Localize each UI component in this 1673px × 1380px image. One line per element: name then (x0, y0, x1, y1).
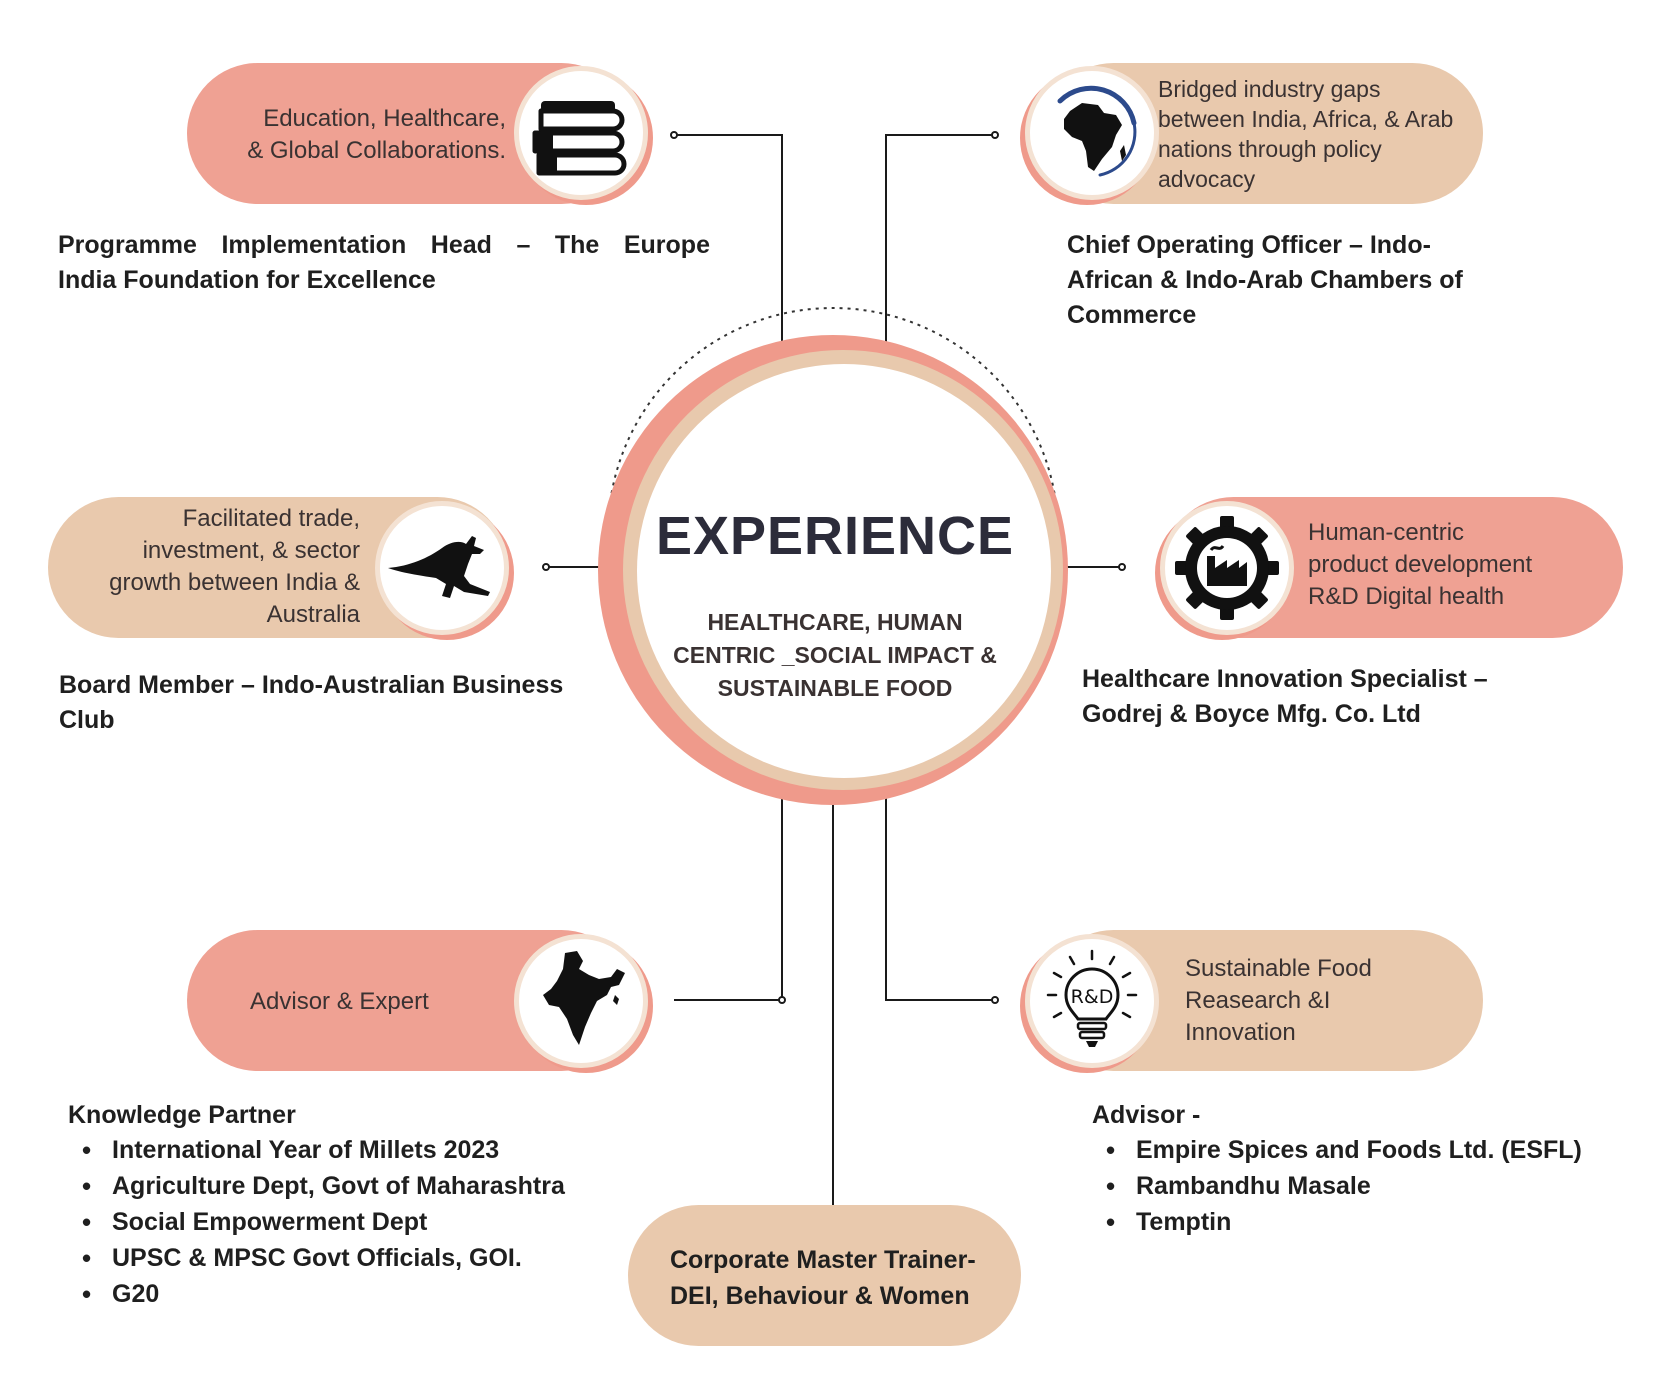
africa-title-line: African & Indo-Arab Chambers of (1067, 266, 1463, 294)
food-icon-text: R&D (1071, 986, 1114, 1008)
europe-pill-line: & Global Collaborations. (247, 137, 506, 164)
europe-pill-text: Education, Healthcare, & Global Collabor… (210, 103, 506, 167)
europe-title-line: Programme Implementation Head–The Europe (58, 228, 710, 263)
europe-title-word: Europe (623, 231, 710, 259)
india-pill-text: Advisor & Expert (250, 986, 429, 1018)
godrej-pill-line: product development (1308, 551, 1533, 578)
india-bullet-list: International Year of Millets 2023 Agric… (68, 1132, 565, 1312)
africa-pill-line: advocacy (1158, 166, 1256, 192)
africa-title-line: Chief Operating Officer – Indo- (1067, 231, 1431, 259)
australia-pill-line: growth between India & (109, 569, 360, 596)
connector-dot-australia (542, 563, 550, 571)
food-bullet-item: Temptin (1092, 1204, 1582, 1240)
africa-pill-text: Bridged industry gaps between India, Afr… (1158, 74, 1453, 194)
india-bullet-item: G20 (68, 1276, 565, 1312)
godrej-title: Healthcare Innovation Specialist – Godre… (1082, 662, 1488, 732)
australia-title-line: Board Member – Indo-Australian Business (59, 671, 564, 699)
africa-map-icon (1057, 85, 1137, 177)
australia-pill-line: Australia (266, 601, 360, 628)
trainer-line: DEI, Behaviour & Women (670, 1282, 970, 1310)
india-icon-disc (514, 934, 648, 1068)
connector-dot-food (991, 996, 999, 1004)
godrej-title-line: Godrej & Boyce Mfg. Co. Ltd (1082, 700, 1421, 728)
australia-icon-disc (375, 501, 509, 635)
connector-dot-godrej (1118, 563, 1126, 571)
connector-india (674, 795, 783, 1001)
europe-pill-line: Education, Healthcare, (263, 105, 506, 132)
africa-title-line: Commerce (1067, 301, 1197, 329)
godrej-title-line: Healthcare Innovation Specialist – (1082, 665, 1488, 693)
dotted-arc (607, 307, 1059, 534)
center-subtitle-line: HEALTHCARE, HUMAN (707, 609, 963, 635)
center-subtitle-line: SUSTAINABLE FOOD (717, 675, 953, 701)
center-circle (637, 364, 1051, 778)
connector-dot-africa (991, 131, 999, 139)
africa-pill-line: nations through policy (1158, 136, 1382, 162)
africa-pill-line: between India, Africa, & Arab (1158, 106, 1454, 132)
india-bullet-item: Agriculture Dept, Govt of Maharashtra (68, 1168, 565, 1204)
connector-africa (885, 134, 995, 355)
europe-icon-disc (514, 66, 648, 200)
australia-pill-line: investment, & sector (142, 537, 360, 564)
africa-pill-line: Bridged industry gaps (1158, 76, 1381, 102)
europe-title-word: Head (430, 231, 492, 259)
europe-title: Programme Implementation Head–The Europe In… (58, 228, 710, 298)
australia-pill-line: Facilitated trade, (182, 505, 360, 532)
connector-food (885, 795, 995, 1001)
center-title: EXPERIENCE (655, 506, 1015, 566)
center-subtitle-line: CENTRIC _SOCIAL IMPACT & (673, 642, 997, 668)
trainer-pill (628, 1205, 1021, 1346)
food-icon-disc: R&D (1025, 934, 1159, 1068)
india-bullet-item: UPSC & MPSC Govt Officials, GOI. (68, 1240, 565, 1276)
europe-title-word: – (516, 231, 531, 259)
food-pill-text: Sustainable Food Reasearch &I Innovation (1185, 953, 1372, 1049)
connector-europe (674, 134, 783, 355)
australia-title-line: Club (59, 706, 115, 734)
godrej-pill-line: R&D Digital health (1308, 583, 1505, 610)
food-bullet-item: Empire Spices and Foods Ltd. (ESFL) (1092, 1132, 1582, 1168)
center-subtitle: HEALTHCARE, HUMAN CENTRIC _SOCIAL IMPACT… (600, 606, 1070, 705)
food-title: Advisor - (1092, 1101, 1201, 1129)
australia-pill-text: Facilitated trade, investment, & sector … (60, 503, 360, 631)
trainer-line: Corporate Master Trainer- (670, 1246, 976, 1274)
connector-dot-india (778, 996, 786, 1004)
africa-icon-disc (1025, 66, 1159, 200)
rd-bulb-icon: R&D (1046, 949, 1138, 1047)
godrej-pill-line: Human-centric (1308, 519, 1465, 546)
india-pill-line: Advisor & Expert (250, 988, 429, 1015)
kangaroo-icon (388, 536, 490, 598)
india-map-icon (543, 951, 625, 1045)
europe-title-word: Implementation (221, 231, 407, 259)
australia-title: Board Member – Indo-Australian Business … (59, 668, 563, 738)
books-icon (532, 101, 627, 176)
india-bullet-item: Social Empowerment Dept (68, 1204, 565, 1240)
africa-title: Chief Operating Officer – Indo- African … (1067, 228, 1463, 333)
europe-title-line: India Foundation for Excellence (58, 266, 436, 294)
godrej-pill-text: Human-centric product development R&D Di… (1308, 517, 1532, 613)
connector-dot-europe (670, 131, 678, 139)
food-pill-line: Reasearch &I (1185, 987, 1331, 1014)
food-bullet-item: Rambandhu Masale (1092, 1168, 1582, 1204)
india-title: Knowledge Partner (68, 1101, 296, 1129)
godrej-icon-disc (1160, 501, 1294, 635)
trainer-text: Corporate Master Trainer- DEI, Behaviour… (670, 1242, 976, 1314)
europe-title-word: Programme (58, 231, 197, 259)
food-bullet-list: Empire Spices and Foods Ltd. (ESFL) Ramb… (1092, 1132, 1582, 1240)
food-pill-line: Sustainable Food (1185, 955, 1372, 982)
factory-gear-icon (1175, 516, 1279, 620)
food-pill-line: Innovation (1185, 1019, 1296, 1046)
europe-title-word: The (554, 231, 600, 259)
india-bullet-item: International Year of Millets 2023 (68, 1132, 565, 1168)
